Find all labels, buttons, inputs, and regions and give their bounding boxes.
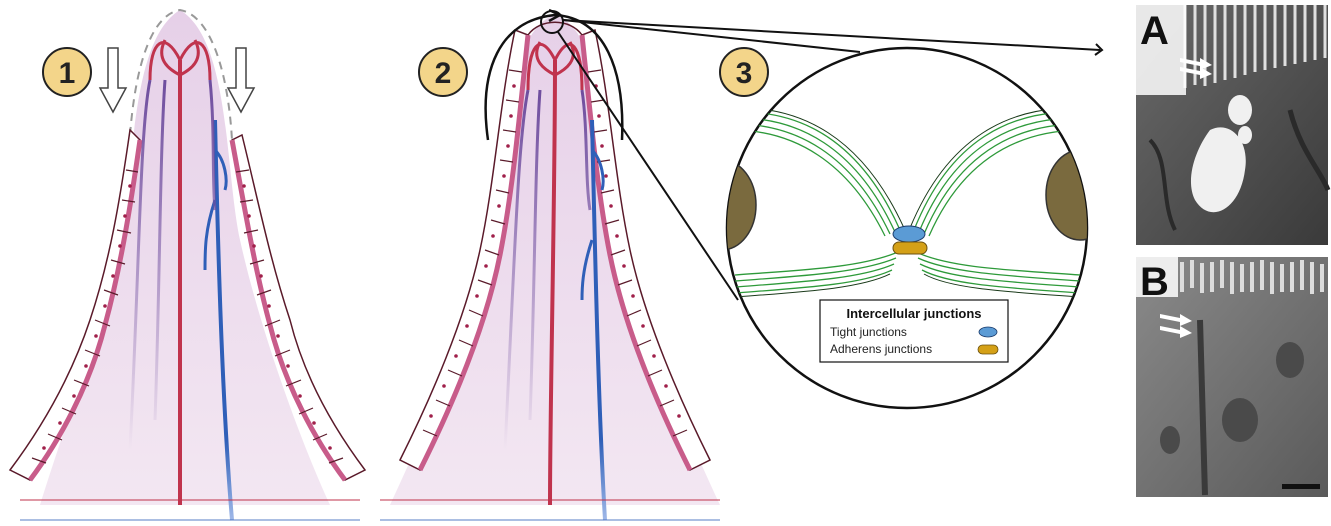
legend-swatch-tight [979,327,997,337]
step-badge-2: 2 [419,48,467,96]
zoom-circle-icon: Intercellular junctions Tight junctions … [688,48,1114,408]
micrograph-b: B [1136,257,1328,497]
legend-item-tight: Tight junctions [830,325,907,339]
nucleus-right [1046,150,1114,240]
legend: Intercellular junctions Tight junctions … [820,300,1008,362]
nucleus-left [688,160,756,250]
tight-junction [893,226,925,242]
legend-title: Intercellular junctions [846,306,981,321]
down-arrow-icon [228,48,254,112]
step-number-2: 2 [435,57,452,90]
scale-bar-icon [1282,484,1320,489]
step-badge-1: 1 [43,48,91,96]
panel-letter-a: A [1140,9,1169,53]
zoom-line-top [563,20,1100,50]
step-badge-3: 3 [720,48,768,96]
micrograph-a: A [1136,5,1328,245]
legend-swatch-adherens [978,345,998,354]
adherens-junction [893,242,927,254]
step-number-1: 1 [59,57,76,90]
legend-item-adherens: Adherens junctions [830,342,932,356]
down-arrow-icon [100,48,126,112]
panel-letter-b: B [1140,260,1169,304]
step-number-3: 3 [736,57,753,90]
